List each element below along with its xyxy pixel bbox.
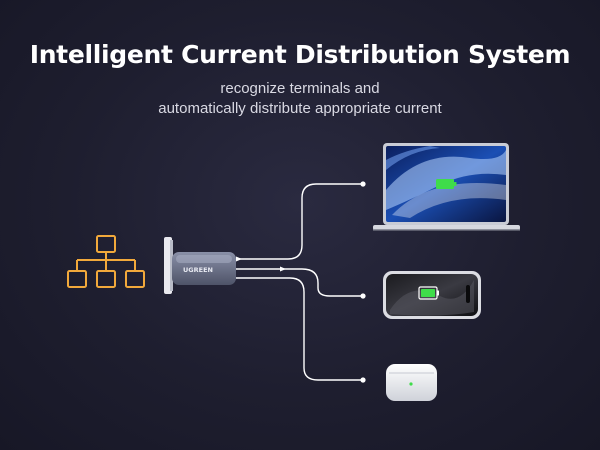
battery-full-icon: [436, 179, 457, 189]
earbuds-case: [386, 364, 437, 401]
charger-hub: UGREEN: [172, 252, 236, 285]
distribution-cables: [236, 183, 363, 381]
subtitle-line-1: recognize terminals and: [220, 80, 380, 97]
page-title: Intelligent Current Distribution System: [29, 40, 571, 69]
brand-label: UGREEN: [183, 266, 213, 274]
laptop: [373, 143, 520, 231]
hierarchy-tree-icon: [67, 235, 145, 288]
smartphone: [383, 271, 481, 319]
cable-arrows: [236, 181, 366, 383]
page-subtitle: recognize terminals and automatically di…: [0, 79, 600, 119]
battery-full-icon: [418, 286, 439, 300]
subtitle-line-2: automatically distribute appropriate cur…: [158, 100, 442, 117]
wall-plate: [164, 237, 173, 294]
